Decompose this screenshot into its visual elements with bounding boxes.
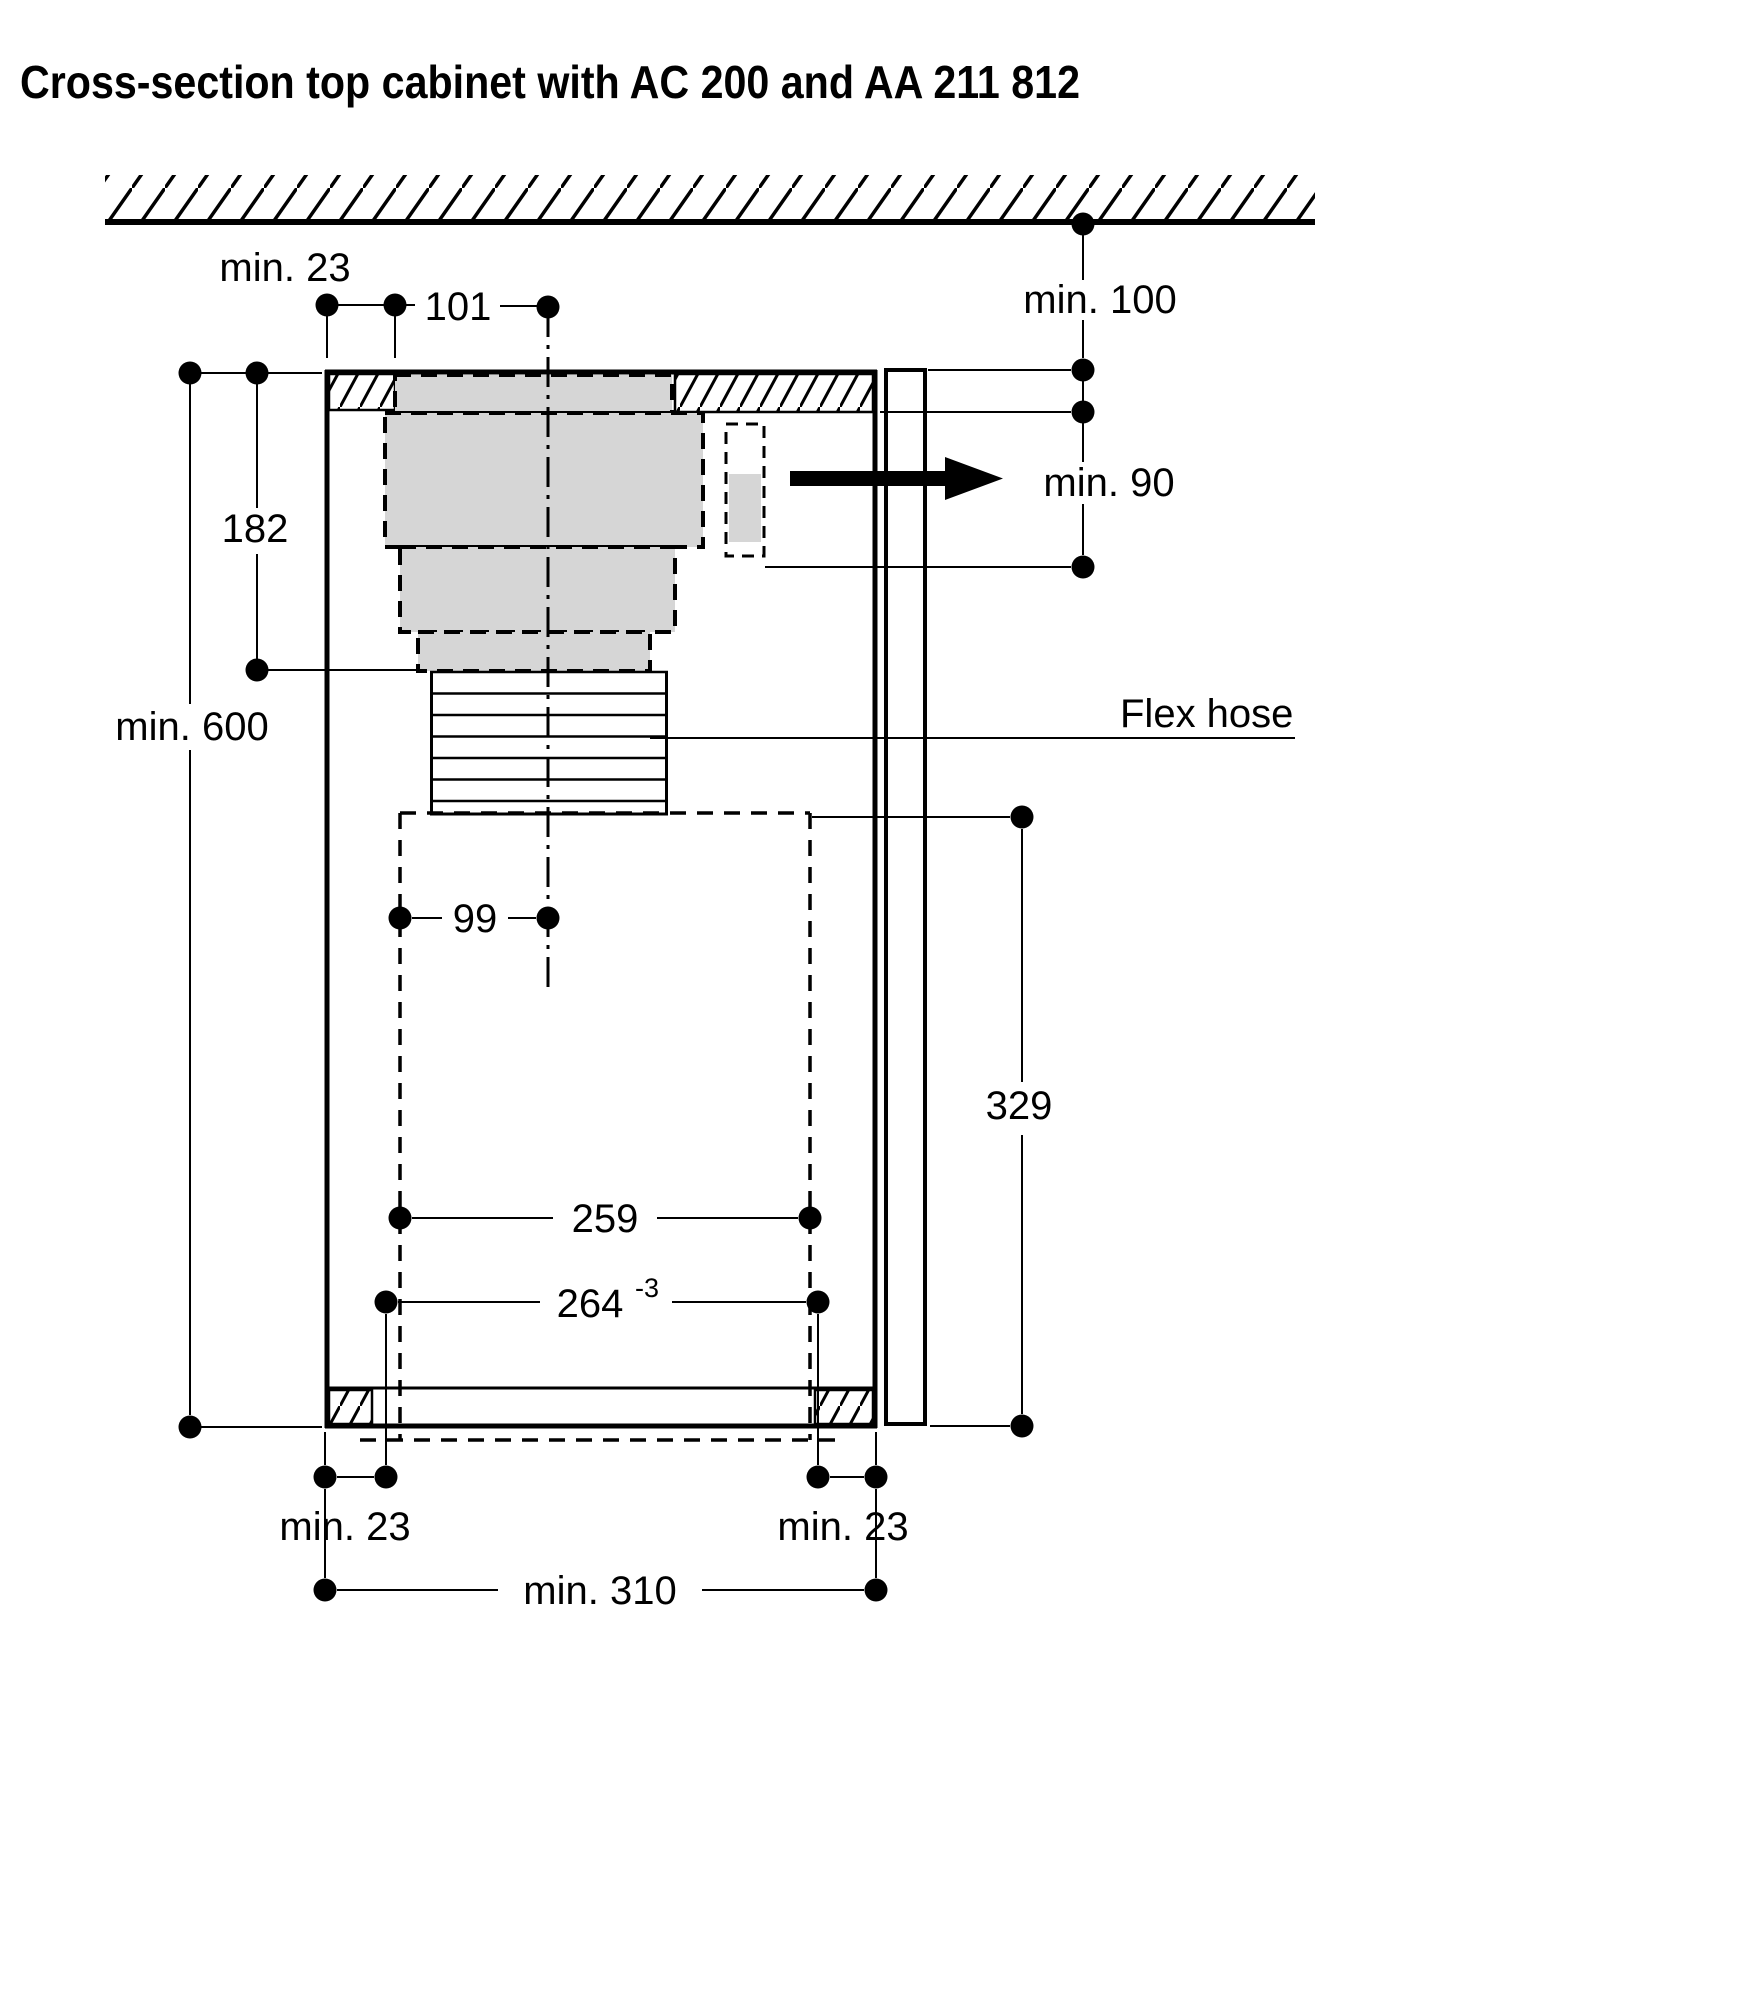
flex-hose-label: Flex hose [650,692,1295,739]
dimension-dot [806,1465,830,1489]
dimension-label-259: 259 [572,1197,639,1241]
dimension-dot [313,1465,337,1489]
dimension-dot [806,1290,830,1314]
dimension-label-min310: min. 310 [523,1569,676,1613]
ceiling [105,175,1315,225]
blower-lower-body [398,545,677,634]
dimension-dot [374,1465,398,1489]
dimension-top-clearance-and-offset: min. 23 101 [219,246,560,358]
ceiling-hatch [105,175,1315,222]
cabinet [324,368,927,1429]
chimney-box-aa211812 [360,811,835,1442]
dimension-dot [178,1415,202,1439]
dimension-dot [864,1578,888,1602]
page-title: Cross-section top cabinet with AC 200 an… [20,56,1080,108]
exhaust-connector-outline [724,422,766,558]
dimension-dot [313,1578,337,1602]
blower-top-bar [393,373,674,415]
dimension-label-min600: min. 600 [115,705,268,749]
dimension-label-min23-top: min. 23 [219,246,350,290]
dimension-dot [178,361,202,385]
dimension-label-99: 99 [453,897,498,941]
dimension-dot [374,1290,398,1314]
dimension-label-182: 182 [222,507,289,551]
dimension-dot [1071,400,1095,424]
dimension-label-min23-bottom-left: min. 23 [279,1505,410,1549]
exhaust-direction-arrow-icon [790,457,1003,500]
dimension-dot [1010,805,1034,829]
blower-outlet-flange [416,630,652,673]
dimension-chimney-height: 329 [812,805,1053,1438]
dimension-label-264-tolerance: -3 [635,1273,659,1303]
dimension-dot [798,1206,822,1230]
dimension-dot [245,658,269,682]
flex-hose [430,670,668,816]
bottom-shelf-right-hatch [813,1388,875,1426]
flex-hose-text: Flex hose [1120,692,1293,736]
blower-unit-ac200 [383,373,766,673]
dimension-dot [1071,358,1095,382]
dimension-label-101: 101 [425,285,492,329]
exhaust-connector-fill [729,474,761,542]
dimension-label-329: 329 [986,1084,1053,1128]
dimension-label-min100: min. 100 [1023,278,1176,322]
dimension-label-264: 264 [557,1282,624,1326]
dimension-cabinet-height: min. 600 [115,361,322,1439]
dimension-dot [388,1206,412,1230]
blower-main-body [383,411,705,549]
dimension-dot [388,906,412,930]
dimension-bottom-clearances: min. 23 min. 23 min. 310 [279,1314,909,1613]
dimension-blower-height: 182 [222,361,418,682]
dimension-hole-spacing: 259 [388,1197,822,1241]
bottom-shelf-left-hatch [327,1388,374,1426]
dimension-dot [864,1465,888,1489]
cabinet-door-panel [884,368,927,1426]
dimension-cutout-width: 264 -3 [374,1273,830,1326]
dimension-center-offset: 99 [388,897,560,941]
top-panel-right-hatch [673,372,875,414]
dimension-label-min90: min. 90 [1043,461,1174,505]
dimension-ceiling-and-outlet: min. 100 min. 90 [765,212,1177,579]
dimension-dot [1071,555,1095,579]
dimension-label-min23-bottom-right: min. 23 [777,1505,908,1549]
dimension-dot [536,906,560,930]
dimension-dot [1071,212,1095,236]
dimension-dot [1010,1414,1034,1438]
top-panel-left-hatch [327,372,397,412]
